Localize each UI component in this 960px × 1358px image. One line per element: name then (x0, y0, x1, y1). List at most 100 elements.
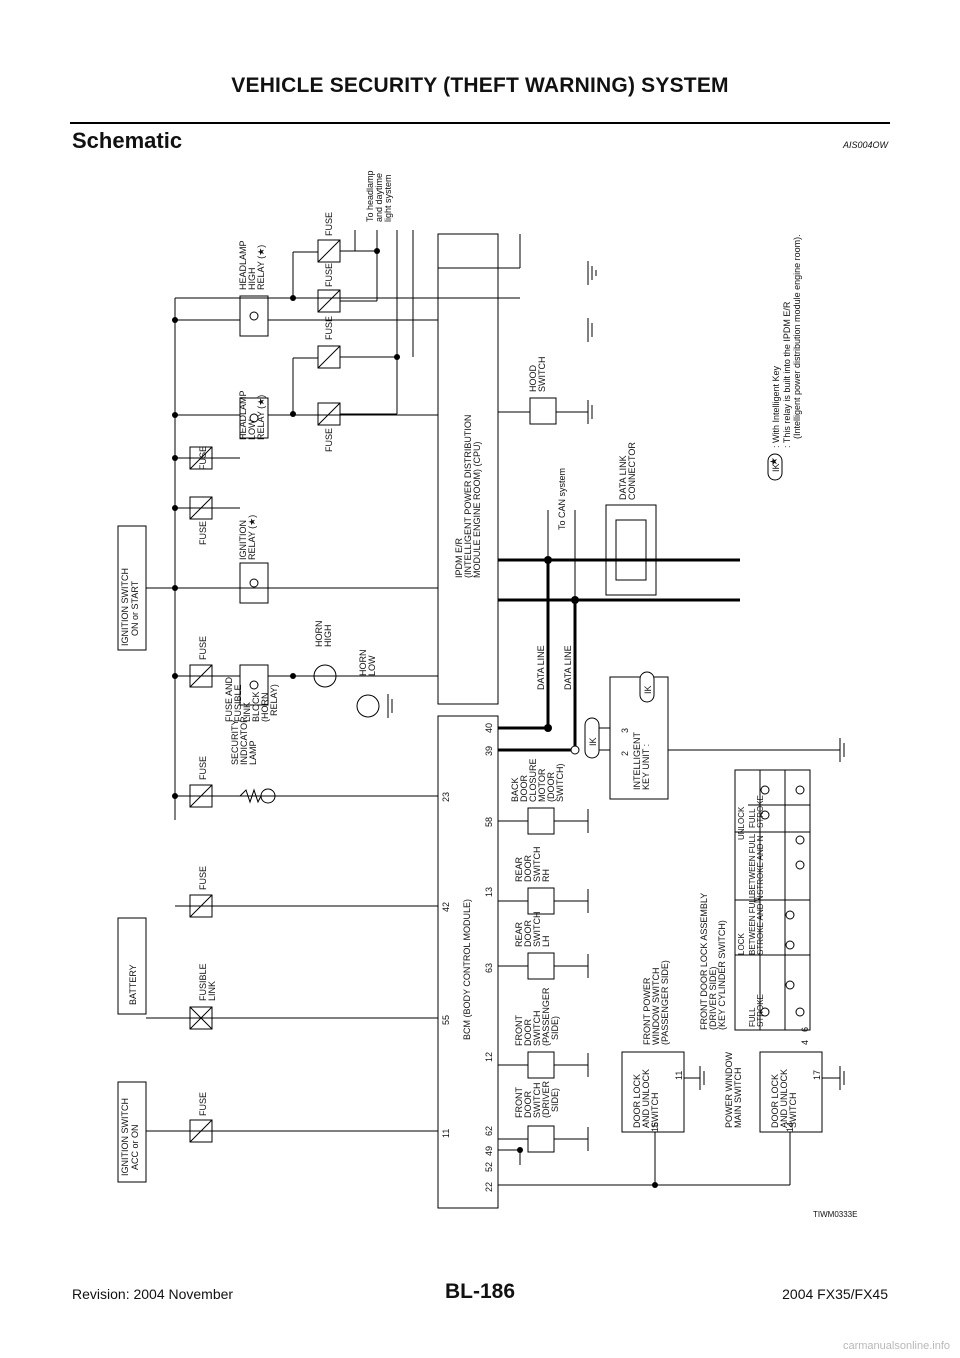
svg-text:(DOOR: (DOOR (546, 772, 556, 802)
svg-text:58: 58 (484, 817, 494, 827)
svg-text:MOTOR: MOTOR (537, 768, 547, 802)
svg-text:STROKE: STROKE (756, 795, 765, 828)
footer-page-number: BL-186 (444, 1280, 516, 1303)
svg-text:63: 63 (484, 963, 494, 973)
bcm-bottom-pins: 22 52 49 62 12 63 13 58 39 40 (484, 723, 494, 1192)
ign-on-label-2: ON or START (130, 580, 140, 636)
fuse-label: FUSE (198, 866, 208, 890)
fuse-block-label: FUSE AND FUSIBLE LINK BLOCK (HORN RELAY) (224, 676, 279, 722)
back-door-label: BACK DOOR CLOSURE MOTOR (DOOR SWITCH) (510, 758, 565, 802)
svg-text:SECURITY: SECURITY (230, 719, 240, 765)
svg-text:(KEY CYLINDER SWITCH): (KEY CYLINDER SWITCH) (717, 920, 727, 1030)
security-lamp-label: SECURITY INDICATOR LAMP (230, 716, 258, 765)
battery-box (117, 917, 147, 1015)
svg-text:FRONT: FRONT (514, 1087, 524, 1118)
svg-text:INTELLIGENT: INTELLIGENT (632, 731, 642, 790)
iku-pins: 2 3 (620, 728, 630, 756)
svg-text:BACK: BACK (510, 777, 520, 802)
svg-text:SWITCH: SWITCH (532, 1083, 542, 1119)
svg-text:SWITCH): SWITCH) (555, 764, 565, 803)
pw-pass-lock-switch-label: DOOR LOCK AND UNLOCK SWITCH (632, 1069, 660, 1128)
front-door-driver-label: FRONT DOOR SWITCH (DRIVER SIDE) (514, 1080, 560, 1118)
ignition-relay-label: IGNITION RELAY (★) (238, 515, 257, 560)
ignition-switch-acc-box (117, 1081, 147, 1183)
svg-text:IGNITION: IGNITION (238, 520, 248, 560)
ik-marker: IK (643, 685, 653, 694)
svg-text:(PASSENGER: (PASSENGER (541, 987, 551, 1046)
wiring-schematic: IGNITION SWITCH ACC or ON BATTERY IGNITI… (117, 170, 845, 1209)
svg-text:KEY UNIT :: KEY UNIT : (641, 744, 651, 790)
section-code: AIS004OW (842, 140, 888, 150)
svg-text:DOOR LOCK: DOOR LOCK (632, 1074, 642, 1128)
svg-text:4: 4 (800, 1040, 810, 1045)
pw-pins: 16 11 14 17 4 6 (650, 1027, 822, 1132)
header-rule (70, 122, 890, 124)
svg-text:FUSIBLE: FUSIBLE (233, 684, 243, 722)
svg-text:11: 11 (441, 1129, 451, 1138)
svg-text:UNLOCK: UNLOCK (737, 806, 746, 840)
svg-text:DOOR: DOOR (523, 1018, 533, 1046)
svg-text:HEADLAMP: HEADLAMP (238, 390, 248, 440)
svg-text:55: 55 (441, 1015, 451, 1025)
svg-text:RELAY (★): RELAY (★) (256, 395, 266, 440)
svg-text:FRONT POWER: FRONT POWER (642, 977, 652, 1045)
fuse-label: FUSE (198, 521, 208, 545)
ignition-relay (239, 562, 269, 604)
svg-text:DOOR: DOOR (523, 919, 533, 947)
svg-text:: This relay is built into the: : This relay is built into the IPDM E/R (782, 301, 792, 448)
svg-text:BETWEEN FULL: BETWEEN FULL (748, 833, 757, 895)
svg-text:17: 17 (812, 1070, 822, 1080)
star-symbol: ★ (769, 457, 780, 466)
svg-text:DOOR: DOOR (523, 854, 533, 882)
svg-text:22: 22 (484, 1182, 494, 1192)
svg-text:LH: LH (541, 935, 551, 947)
svg-text:SIDE): SIDE) (550, 1088, 560, 1112)
footer-revision: Revision: 2004 November (72, 1286, 234, 1302)
svg-text:SWITCH: SWITCH (532, 847, 542, 883)
svg-text:To headlamp: To headlamp (365, 170, 375, 222)
svg-text:14: 14 (785, 1122, 795, 1132)
ign-acc-label-2: ACC or ON (130, 1124, 140, 1170)
svg-text:RELAY): RELAY) (269, 684, 279, 716)
svg-text:: With Intelligent Key: : With Intelligent Key (771, 365, 781, 448)
svg-text:HIGH: HIGH (323, 625, 333, 648)
bcm-box (437, 715, 499, 1209)
svg-text:49: 49 (484, 1146, 494, 1156)
svg-text:LOW: LOW (367, 655, 377, 676)
svg-text:INDICATOR: INDICATOR (239, 716, 249, 765)
junction-dots (172, 248, 658, 1188)
horn-low-symbol (356, 694, 380, 718)
horn-low-label: HORN LOW (358, 650, 377, 677)
data-line-label-2: DATA LINE (563, 645, 573, 690)
svg-text:BETWEEN FULL: BETWEEN FULL (748, 893, 757, 955)
svg-text:FULL: FULL (748, 808, 757, 828)
ik-marker: IK (588, 737, 598, 746)
svg-text:6: 6 (800, 1027, 810, 1032)
svg-text:MAIN SWITCH: MAIN SWITCH (733, 1068, 743, 1129)
ground-symbols (387, 261, 845, 1151)
fuse-symbols (189, 239, 341, 1143)
data-link-label: DATA LINK CONNECTOR (618, 442, 637, 500)
fusible-link-label-2: LINK (207, 981, 217, 1001)
svg-text:SWITCH: SWITCH (788, 1093, 798, 1129)
fuse-label: FUSE (324, 316, 334, 340)
svg-text:CONNECTOR: CONNECTOR (627, 442, 637, 500)
pw-passenger-label: FRONT POWER WINDOW SWITCH (PASSENGER SID… (642, 960, 670, 1045)
headlamp-low-label: HEADLAMP LOW RELAY (★) (238, 390, 266, 440)
data-link-connector (605, 504, 657, 596)
fuse-label: FUSE (198, 446, 208, 470)
svg-text:RELAY (★): RELAY (★) (256, 245, 266, 290)
pw-passenger-switch-box (621, 1051, 685, 1133)
front-door-passenger-label: FRONT DOOR SWITCH (PASSENGER SIDE) (514, 987, 560, 1046)
svg-text:LINK: LINK (242, 702, 252, 722)
svg-text:11: 11 (674, 1071, 684, 1080)
rear-door-lh-label: REAR DOOR SWITCH LH (514, 912, 551, 948)
svg-text:AND UNLOCK: AND UNLOCK (779, 1069, 789, 1128)
front-door-lock-assembly-label: FRONT DOOR LOCK ASSEMBLY (DRIVER SIDE) (… (699, 893, 727, 1030)
fuse-label: FUSE (198, 636, 208, 660)
hood-switch-symbol (529, 397, 557, 425)
svg-text:AND UNLOCK: AND UNLOCK (641, 1069, 651, 1128)
data-line-label-1: DATA LINE (536, 645, 546, 690)
svg-text:(DRIVER: (DRIVER (541, 1080, 551, 1118)
svg-text:and daytime: and daytime (374, 173, 384, 222)
